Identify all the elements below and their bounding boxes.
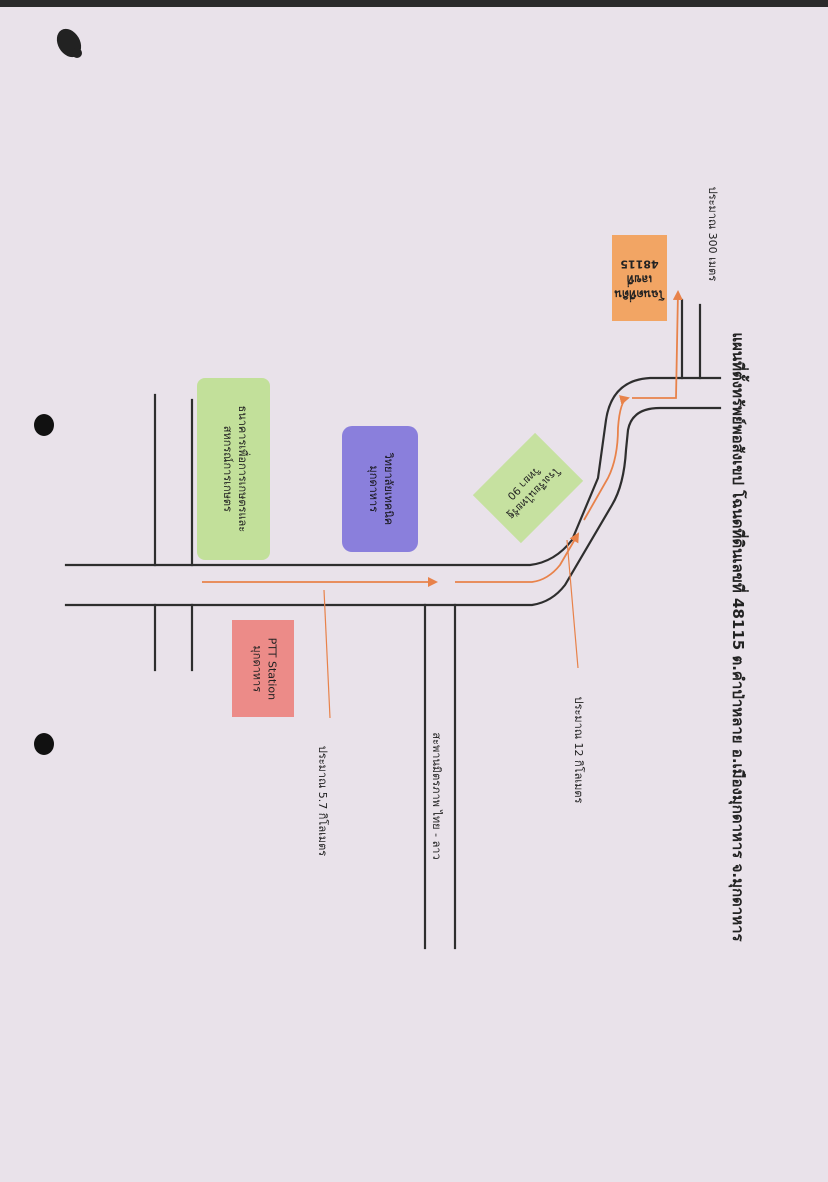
road-edge-lower (64, 406, 722, 607)
road-edge-upper (64, 376, 722, 567)
scan-smudge (72, 48, 82, 58)
bridge-road-label: สะพานมิตรภาพ ไทย - ลาว (430, 732, 443, 860)
page-top-edge (0, 0, 828, 7)
parcel-label-box: โฉนดที่ดิน เลขที่ 48115 (612, 235, 667, 321)
bank-label-line1: ธนาคารเพื่อการเกษตรและ (235, 405, 249, 533)
distance-to-parcel: ประมาณ 300 เมตร (706, 186, 719, 282)
bank-label-line2: สหกรณ์การเกษตร (220, 425, 234, 513)
callout-line-5.7km (323, 589, 331, 719)
route-arrow-4 (632, 290, 683, 399)
route-arrow-3 (583, 395, 630, 521)
distance-segment-5.7km: ประมาณ 5.7 กิโลเมตร (316, 745, 329, 857)
technical-college-label-box: วิทยาลัยเทคนิค มุกดาหาร (342, 426, 418, 552)
route-arrow-2 (455, 532, 580, 583)
technical-college-label-line2: มุกดาหาร (367, 465, 380, 513)
parcel-label-line1: โฉนดที่ดิน (614, 287, 665, 301)
parcel-label-line2: เลขที่ 48115 (620, 257, 659, 286)
ptt-station-label-line1: PTT Station (264, 637, 278, 700)
technical-college-label-line1: วิทยาลัยเทคนิค (381, 452, 395, 526)
distance-segment-12km: ประมาณ 12 กิโลเมตร (572, 696, 585, 804)
punch-hole-top (34, 414, 54, 436)
punch-hole-bottom (34, 733, 54, 755)
map-title: แผนที่ตั้งทรัพย์พอสังเขป โฉนดที่ดินเลขที… (729, 332, 747, 942)
ptt-station-label-line2: มุกดาหาร (250, 645, 263, 692)
ptt-station-label-box: PTT Station มุกดาหาร (232, 620, 294, 717)
bank-label-box: ธนาคารเพื่อการเกษตรและ สหกรณ์การเกษตร (197, 378, 270, 560)
callout-line-12km (566, 539, 579, 669)
